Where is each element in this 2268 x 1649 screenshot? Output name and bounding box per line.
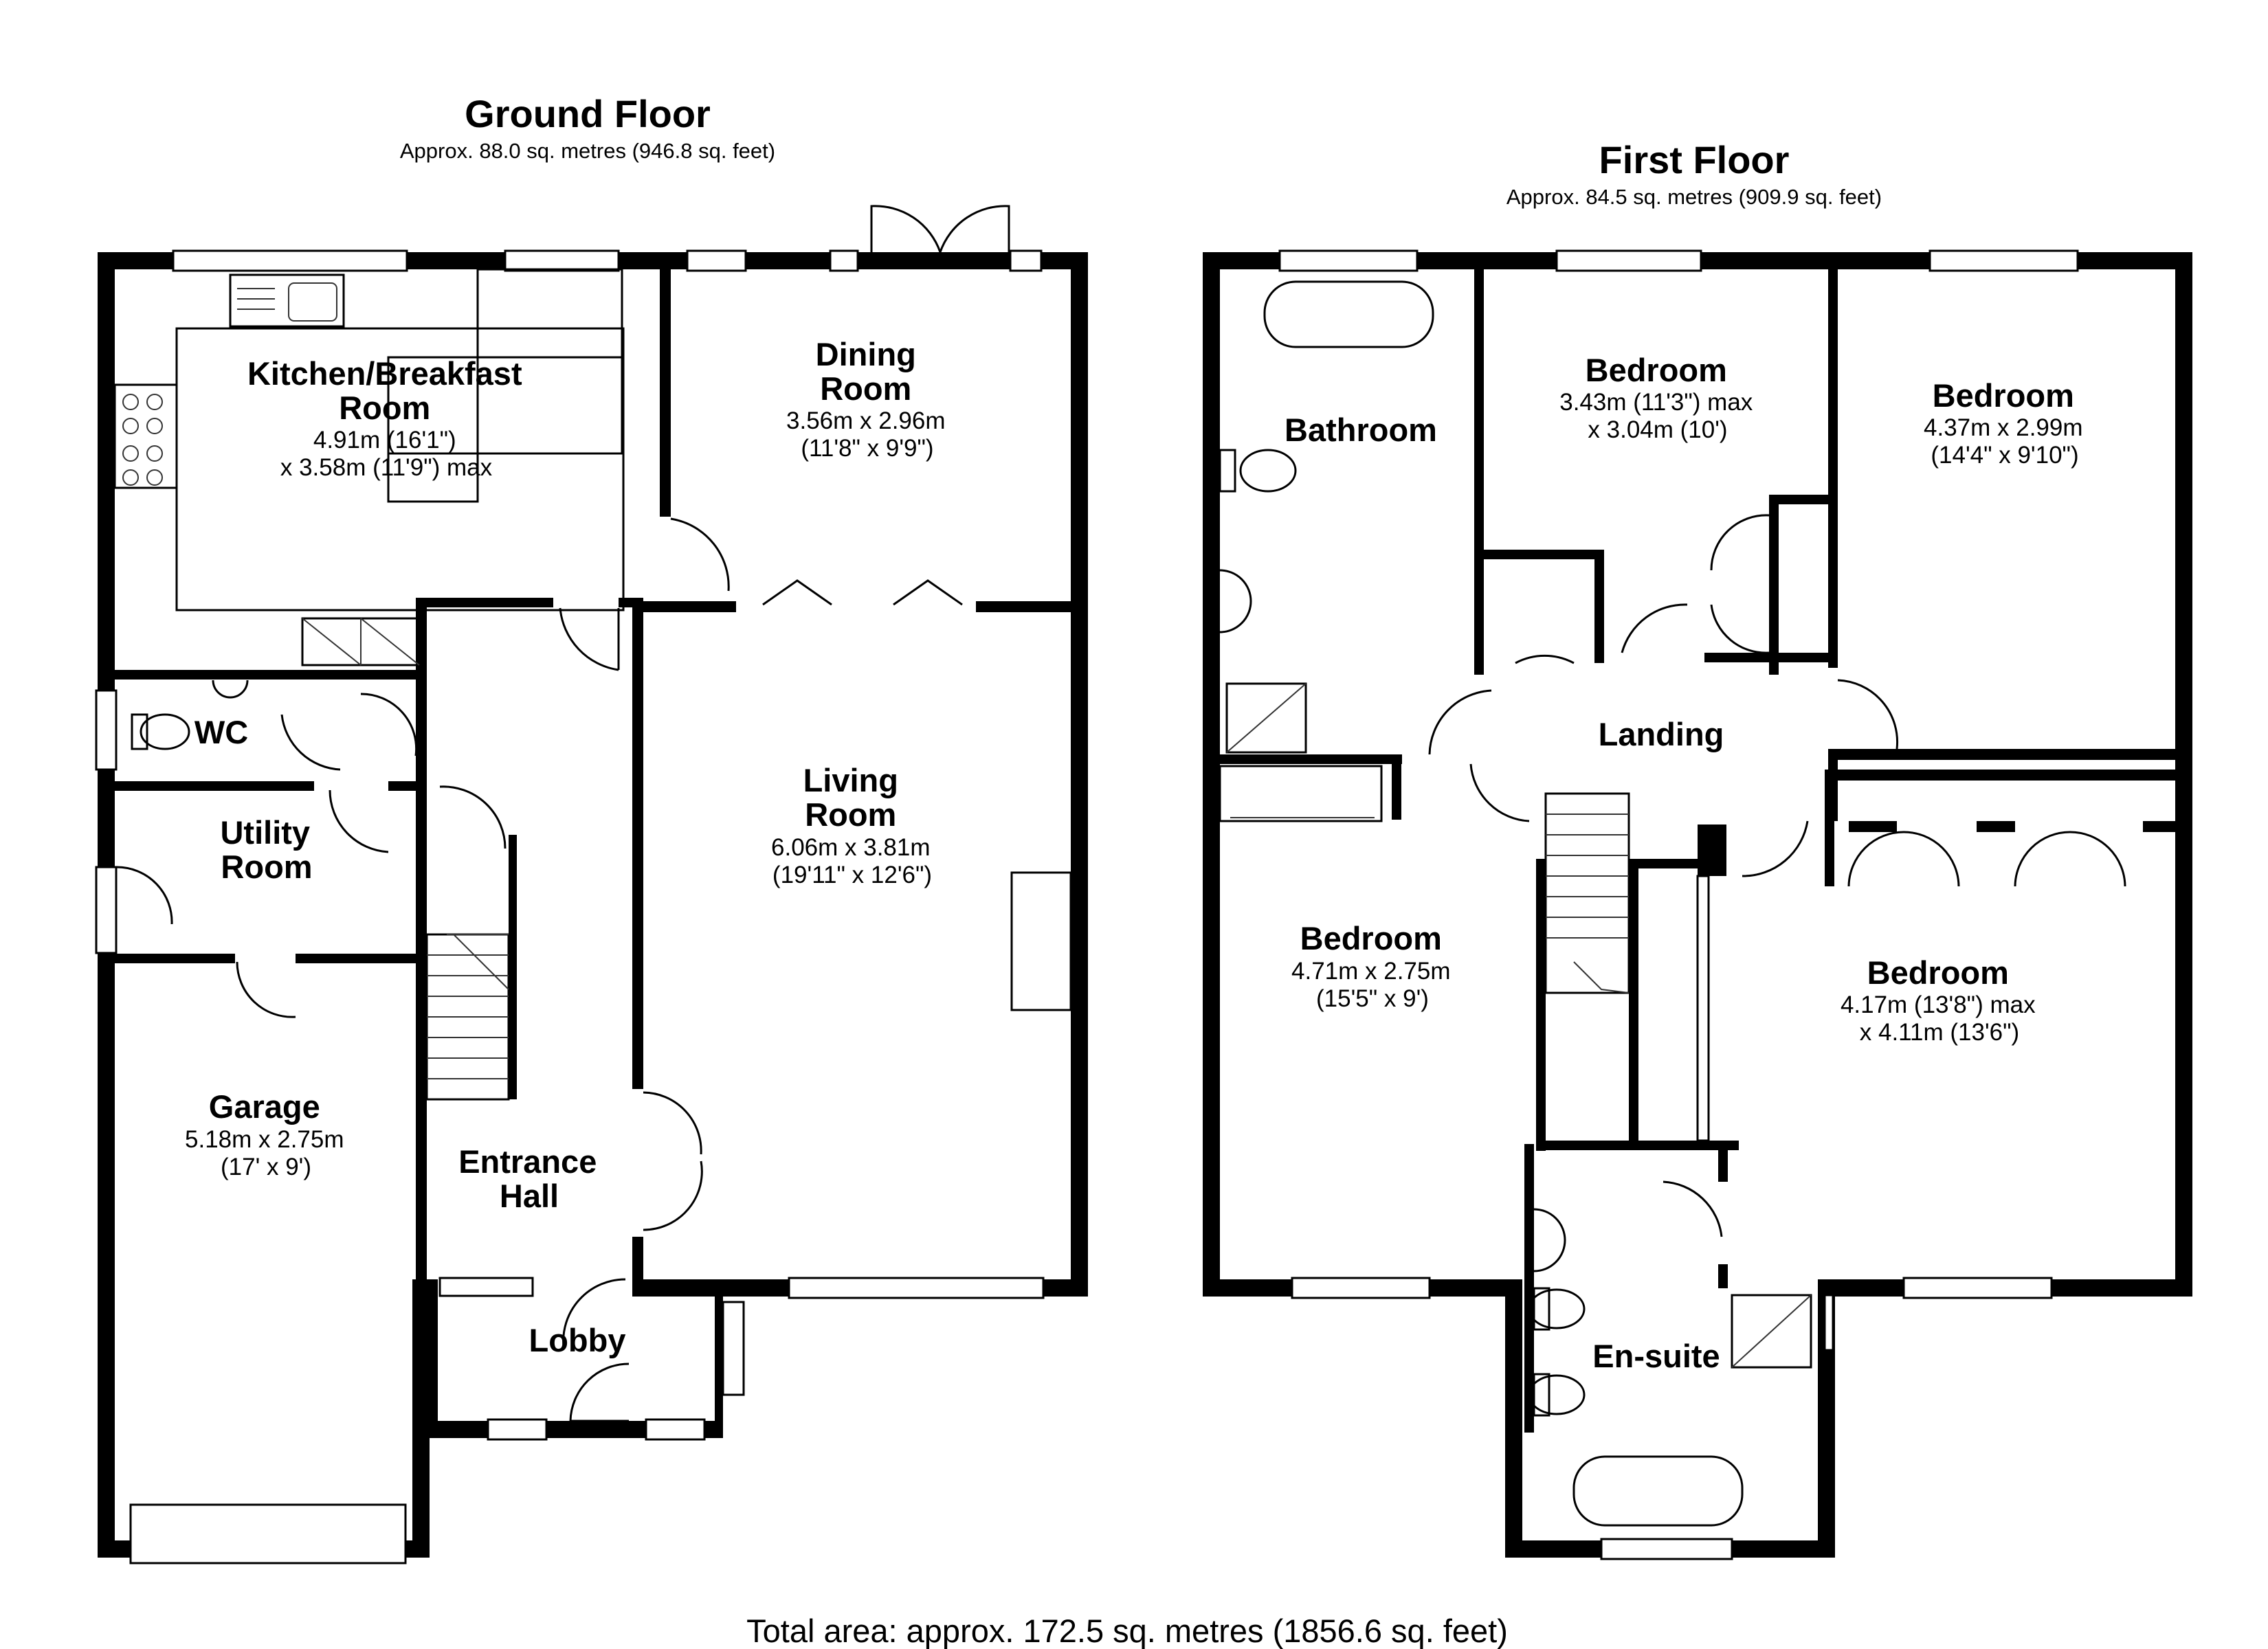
bedroom-c-label: Bedroom 4.71m x 2.75m (15'5" x 9'): [1291, 920, 1454, 1012]
landing-label: Landing: [1599, 716, 1724, 752]
ground-floor-plan: [95, 205, 1088, 1564]
first-floor-title: First Floor: [1599, 138, 1790, 181]
kitchen-units: [113, 268, 625, 666]
bedroom-b-label: Bedroom 4.37m x 2.99m (14'4" x 9'10"): [1924, 377, 2086, 469]
ground-floor-title: Ground Floor: [465, 92, 711, 135]
dining-room-label: Dining Room 3.56m x 2.96m (11'8" x 9'9"): [786, 336, 948, 462]
bedroom-d-label: Bedroom 4.17m (13'8") max x 4.11m (13'6"…: [1841, 954, 2038, 1046]
utility-room-label: Utility Room: [220, 814, 313, 885]
wc-label: WC: [194, 714, 248, 750]
first-floor-plan: [1203, 249, 2192, 1560]
bathroom-label: Bathroom: [1285, 412, 1437, 448]
ground-stairs: [425, 933, 510, 1101]
ground-floor-labels: Ground Floor Approx. 88.0 sq. metres (94…: [185, 92, 948, 1358]
first-floor-labels: First Floor Approx. 84.5 sq. metres (909…: [1285, 138, 2086, 1374]
garage-label: Garage 5.18m x 2.75m (17' x 9'): [185, 1088, 347, 1180]
first-floor-area: Approx. 84.5 sq. metres (909.9 sq. feet): [1507, 185, 1882, 209]
first-floor-stairs: [1544, 792, 1630, 994]
kitchen-label: Kitchen/Breakfast Room 4.91m (16'1") x 3…: [247, 355, 525, 481]
ensuite-label: En-suite: [1592, 1338, 1720, 1374]
lobby-label: Lobby: [529, 1322, 626, 1358]
ground-floor-area: Approx. 88.0 sq. metres (946.8 sq. feet): [400, 139, 775, 163]
total-area: Total area: approx. 172.5 sq. metres (18…: [746, 1613, 1508, 1649]
entrance-hall-label: Entrance Hall: [458, 1143, 600, 1214]
bedroom-a-label: Bedroom 3.43m (11'3") max x 3.04m (10'): [1559, 352, 1756, 443]
living-room-label: Living Room 6.06m x 3.81m (19'11" x 12'6…: [771, 762, 933, 888]
